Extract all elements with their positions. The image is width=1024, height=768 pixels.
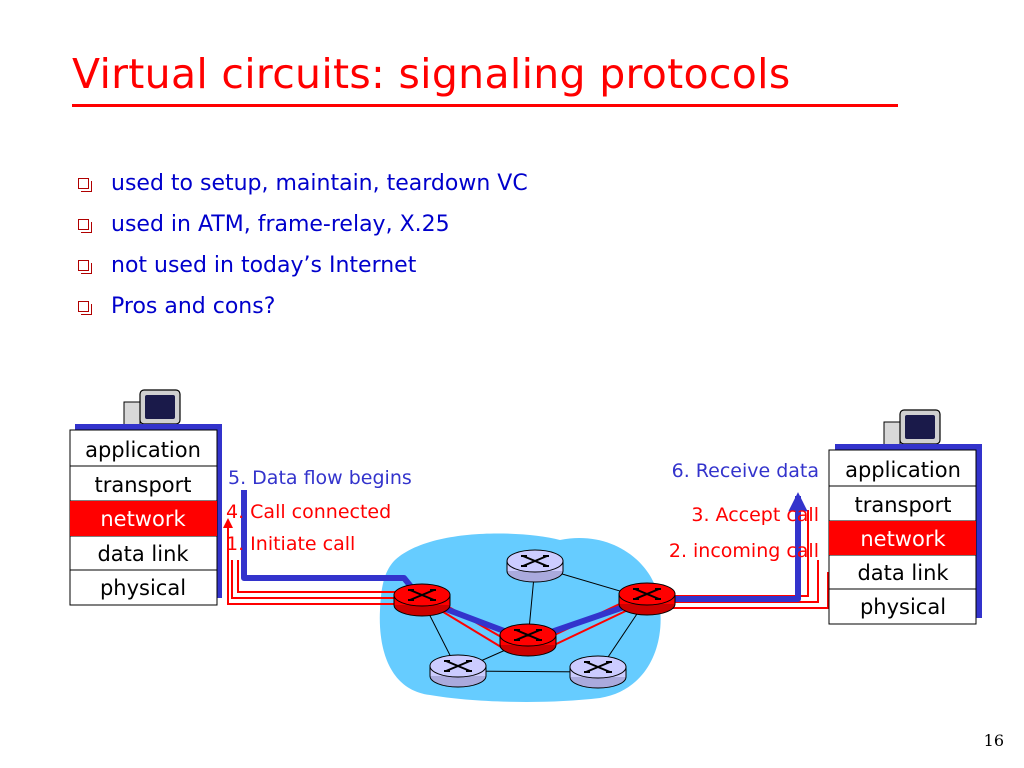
bullet-text: used to setup, maintain, teardown VC	[111, 170, 528, 196]
layer-label: network	[100, 507, 186, 531]
step-label-incoming-call: 2. incoming call	[669, 540, 819, 562]
layer-label: physical	[100, 576, 186, 600]
layer-label: data link	[97, 542, 189, 566]
layer-label: data link	[857, 561, 949, 585]
bullet-text: used in ATM, frame-relay, X.25	[111, 211, 450, 237]
title-underline	[72, 104, 898, 107]
bullet-text: Pros and cons?	[111, 293, 276, 319]
layer-label: physical	[860, 595, 946, 619]
layer-label: transport	[94, 473, 191, 497]
vc-router-icon	[618, 582, 676, 616]
data-path	[241, 490, 808, 643]
step-label-initiate-call: 1. Initiate call	[226, 533, 355, 555]
bullet-box-icon	[78, 301, 92, 315]
network-layer-highlight	[70, 501, 217, 536]
signaling-lines-left	[223, 518, 408, 605]
bullet-box-icon	[78, 178, 92, 192]
bullet-box-icon	[78, 219, 92, 233]
layer-label: application	[85, 438, 201, 462]
step-label-receive-data: 6. Receive data	[672, 460, 819, 482]
router-icon	[506, 549, 564, 583]
network-layer-highlight	[829, 521, 976, 555]
bullet-item: Pros and cons?	[78, 286, 528, 327]
layer-label: transport	[854, 493, 951, 517]
bullet-item: not used in today’s Internet	[78, 245, 528, 286]
protocol-stack-left: application transport network data link …	[69, 424, 222, 606]
vc-router-icon	[499, 623, 557, 657]
bullet-list: used to setup, maintain, teardown VC use…	[78, 163, 528, 327]
step-label-call-connected: 4. Call connected	[226, 501, 391, 523]
bullet-item: used to setup, maintain, teardown VC	[78, 163, 528, 204]
layer-label: network	[860, 527, 946, 551]
layer-label: application	[845, 458, 961, 482]
slide-title: Virtual circuits: signaling protocols	[72, 50, 791, 98]
step-label-accept-call: 3. Accept call	[691, 504, 819, 526]
page-number: 16	[983, 731, 1004, 750]
bullet-box-icon	[78, 260, 92, 274]
bullet-item: used in ATM, frame-relay, X.25	[78, 204, 528, 245]
protocol-stack-right: application transport network data link …	[828, 444, 982, 625]
step-label-data-flow: 5. Data flow begins	[228, 467, 412, 489]
router-icon	[569, 655, 627, 689]
router-icon	[429, 654, 487, 688]
vc-router-icon	[393, 583, 451, 617]
bullet-text: not used in today’s Internet	[111, 252, 417, 278]
